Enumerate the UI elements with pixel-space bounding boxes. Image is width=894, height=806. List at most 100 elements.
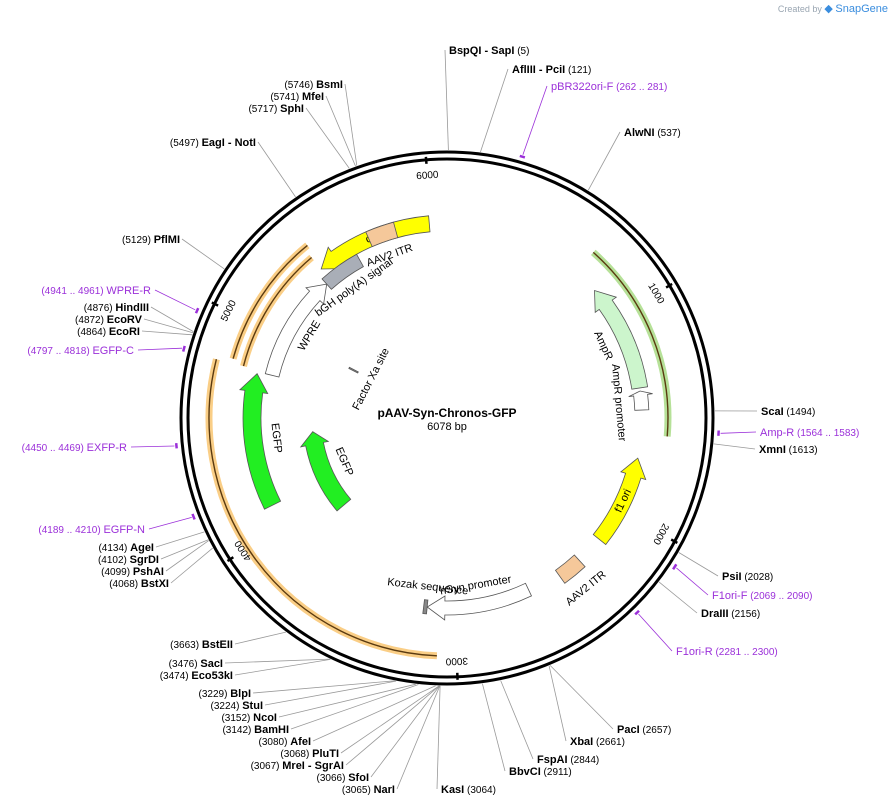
alwni-name: AlwNI: [624, 127, 655, 139]
bsmi-label: (5746) BsmI: [284, 79, 343, 91]
hindiii-leader: [150, 306, 194, 332]
hindiii-position: (4876): [84, 303, 116, 314]
egfp-orange-arc: [208, 359, 437, 657]
wpre-orange-arc-1: [242, 256, 313, 367]
afei-name: AfeI: [290, 736, 311, 748]
credit-text: Created by: [777, 4, 822, 14]
eagi-noti-name: EagI: [202, 137, 225, 149]
egfp-n-mark: [191, 513, 196, 520]
exfp-r-label: (4450 .. 4469) EXFP-R: [22, 442, 127, 454]
sgrdi-leader: [160, 539, 209, 560]
nari-leader: [396, 685, 441, 790]
tick-mark: [670, 538, 678, 544]
tick-mark: [211, 301, 219, 307]
pbr322ori-f-label: pBR322ori-F (262 .. 281): [551, 81, 667, 93]
egfp-2-label: EGFP: [333, 446, 356, 478]
egfp-n-leader: [148, 517, 192, 530]
draiii-label: DraIII (2156): [701, 608, 760, 620]
sfoi-position: (3066): [317, 773, 349, 784]
blpi-leader: [252, 680, 395, 694]
snapgene-credit: Created by ◆ SnapGene: [778, 2, 888, 15]
sphi-leader: [305, 107, 350, 169]
ecori-position: (4864): [77, 327, 109, 338]
pshai-name: PshAI: [133, 566, 164, 578]
tick-label: 5000: [219, 298, 239, 323]
bsteii-name: BstEII: [202, 639, 233, 651]
tick-label: 2000: [650, 521, 670, 546]
mrei-sgrai-position: (3067): [251, 761, 283, 772]
sphi-position: (5717): [248, 104, 280, 115]
bbvci-position: (2911): [541, 767, 572, 778]
bsmi-leader: [344, 83, 358, 166]
f1ori-f-label: F1ori-F (2069 .. 2090): [712, 590, 813, 602]
ncoi-leader: [278, 683, 416, 718]
site-layer: BspQI - SapI (5)AflIII - PciI (121)AlwNI…: [75, 45, 818, 796]
exfp-r-leader: [130, 445, 175, 448]
afei-leader: [312, 685, 436, 742]
scai-name: ScaI: [761, 406, 784, 418]
xmni-label: XmnI (1613): [759, 444, 818, 456]
mrei-sgrai-name: MreI: [282, 760, 305, 772]
xmni-position: (1613): [786, 445, 818, 456]
afliii-pcii-name2: - PciI: [536, 64, 565, 76]
nari-name: NarI: [374, 784, 395, 796]
f1ori-f-name: F1ori-F: [712, 590, 748, 602]
tick-mark: [424, 156, 428, 164]
pbr322ori-f-range: (262 .. 281): [613, 82, 667, 93]
afei-label: (3080) AfeI: [259, 736, 311, 748]
draiii-leader: [658, 581, 698, 614]
factor-xa-site-arrow: [348, 366, 359, 374]
tick-mark: [665, 282, 673, 289]
psii-position: (2028): [742, 572, 774, 583]
bspqi-sapi-name: BspQI: [449, 45, 481, 57]
plasmid-name: pAAV-Syn-Chronos-GFP: [377, 406, 516, 420]
mrei-sgrai-name2: - SgrAI: [305, 760, 344, 772]
pbr322ori-f-leader: [522, 85, 548, 155]
eco53ki-leader: [234, 659, 331, 676]
tick-label: 3000: [445, 655, 468, 667]
bamhi-label: (3142) BamHI: [222, 724, 289, 736]
kozak-sequence-arrow: [422, 599, 429, 615]
pshai-label: (4099) PshAI: [101, 566, 164, 578]
paci-name: PacI: [617, 724, 640, 736]
pflmi-name: PflMI: [154, 234, 180, 246]
bspqi-sapi-label: BspQI - SapI (5): [449, 45, 529, 57]
bbvci-leader: [482, 683, 506, 772]
pluti-position: (3068): [280, 749, 312, 760]
blpi-label: (3229) BlpI: [199, 688, 251, 700]
bsmi-position: (5746): [284, 80, 316, 91]
bamhi-position: (3142): [222, 725, 254, 736]
blpi-name: BlpI: [230, 688, 251, 700]
primer-layer: pBR322ori-F (262 .. 281)Amp-R (1564 .. 1…: [22, 81, 860, 658]
factor-xa-site-label: Factor Xa site: [350, 346, 392, 412]
f1ori-f-mark: [672, 563, 678, 570]
wpre-orange-arc-2: [232, 244, 308, 359]
fspai-label: FspAI (2844): [537, 754, 599, 766]
saci-name: SacI: [200, 658, 223, 670]
saci-leader: [224, 658, 331, 664]
backbone: [179, 150, 715, 686]
plasmid-size: 6078 bp: [427, 421, 467, 433]
eco53ki-name: Eco53kI: [191, 670, 233, 682]
fspai-name: FspAI: [537, 754, 568, 766]
ncoi-position: (3152): [221, 713, 253, 724]
eco53ki-position: (3474): [160, 671, 192, 682]
egfp-c-label: (4797 .. 4818) EGFP-C: [27, 345, 134, 357]
bspqi-sapi-name2: - SapI: [481, 45, 514, 57]
pbr322ori-f-name: pBR322ori-F: [551, 81, 614, 93]
ampr-arrow: [594, 289, 649, 390]
snapgene-logo-icon: ◆: [824, 3, 833, 15]
egfp-c-name: EGFP-C: [92, 345, 134, 357]
alwni-label: AlwNI (537): [624, 127, 681, 139]
exfp-r-mark: [174, 442, 178, 449]
eagi-noti-position: (5497): [170, 138, 202, 149]
wpre-r-leader: [154, 289, 196, 311]
fspai-position: (2844): [568, 755, 600, 766]
bstxi-name: BstXI: [141, 578, 169, 590]
bspqi-sapi-leader: [444, 49, 449, 151]
stui-name: StuI: [242, 700, 263, 712]
ecorv-label: (4872) EcoRV: [75, 314, 143, 326]
bstxi-position: (4068): [109, 579, 141, 590]
ecorv-position: (4872): [75, 315, 107, 326]
